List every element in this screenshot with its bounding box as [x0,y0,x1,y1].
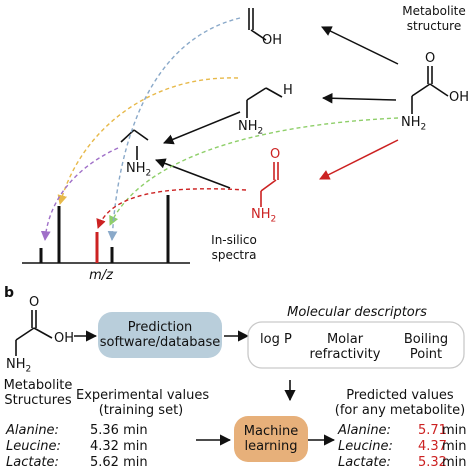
glycine-a-nh2-label: NH2 [401,115,427,133]
experimental-row-alanine: Alanine: 5.36 min [6,423,196,439]
experimental-values-title: Experimental values(training set) [76,388,210,418]
methylamine-nh2-label: NH2 [126,161,152,179]
purple-dashed-arrow [40,147,119,241]
glycine-b-oh-label: OH [54,331,75,346]
experimental-row-leucine: Leucine: 4.32 min [6,439,196,455]
experimental-row-name: Leucine: [6,439,61,454]
predicted-values-title: Predicted values(for any metabolite) [334,388,466,418]
descriptor-logp: log P [260,332,292,347]
red-dashed-arrow [96,188,247,229]
predicted-row-lactate: Lactate: 5.32 min [338,455,472,471]
experimental-row-lactate: Lactate: 5.62 min [6,455,196,471]
glycine-a-oh-label: OH [449,90,470,105]
fragment-red-aldehyde-structure [260,162,279,207]
black-fragmentation-arrows [155,26,399,189]
predicted-row-unit: min [442,423,467,438]
red-fragmentation-arrow [319,139,399,180]
red-nh2-label: NH2 [251,207,277,225]
formic-oh-label: OH [262,33,283,48]
experimental-row-name: Lactate: [6,455,59,470]
panel-b-letter: b [4,285,15,301]
red-o-label: O [270,147,281,162]
predicted-row-unit: min [442,455,467,470]
glycine-structure-b [15,310,53,356]
experimental-row-value: 5.36 min [90,423,148,438]
predicted-row-name: Alanine: [338,423,391,438]
aldehyde-h-label: H [283,83,293,98]
glycine-b-nh2-label: NH2 [6,357,32,375]
yellow-dashed-arrow [57,77,239,205]
predicted-row-value: 4.37 [418,439,447,454]
experimental-row-value: 5.62 min [90,455,148,470]
blue-dashed-arrow [107,17,241,241]
ethylamine-nh2-label: NH2 [238,119,264,137]
predicted-row-name: Lactate: [338,455,391,470]
experimental-values-list: Alanine: 5.36 min Leucine: 4.32 min Lact… [6,423,196,473]
predicted-row-alanine: Alanine: 5.71 min [338,423,472,439]
panel-b-arrows [74,330,336,446]
predicted-row-leucine: Leucine: 4.37 min [338,439,472,455]
glycine-a-o-label: O [425,51,436,66]
predicted-row-value: 5.71 [418,423,447,438]
molecular-descriptors-title: Molecular descriptors [287,305,427,320]
experimental-row-value: 4.32 min [90,439,148,454]
descriptors-box-outline [247,321,465,369]
glycine-structure-a [411,66,449,114]
fragment-aldehyde-amine-structure [246,87,283,118]
fragment-formic-structure [248,8,267,41]
predicted-row-name: Leucine: [338,439,393,454]
predicted-row-value: 5.32 [418,455,447,470]
predicted-row-unit: min [442,439,467,454]
predicted-values-list: Alanine: 5.71 min Leucine: 4.37 min Lact… [338,423,472,473]
spectrum-peaks [39,195,170,263]
glycine-b-o-label: O [29,295,40,310]
mz-axis-label: m/z [89,268,113,283]
experimental-row-name: Alanine: [6,423,59,438]
